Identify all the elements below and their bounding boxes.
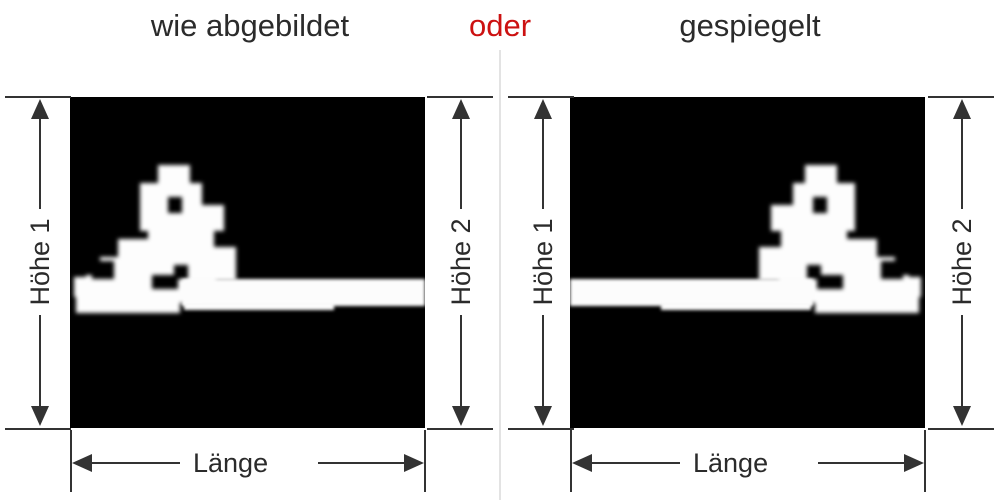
dimension-shaft-height-1-upper <box>39 119 41 209</box>
arrow-down-icon <box>452 406 470 426</box>
heading-as-pictured: wie abgebildet <box>150 8 350 43</box>
ext-line-bottom-height-2-left <box>427 428 493 430</box>
arrow-right-icon <box>904 454 924 472</box>
ext-line-bottom-height-2-right <box>928 428 994 430</box>
ext-line-left-left <box>70 430 72 492</box>
product-photo-as-pictured <box>70 97 425 428</box>
photo-text-band <box>182 279 425 306</box>
ext-line-bottom-left <box>5 428 71 430</box>
arrow-up-icon <box>452 99 470 119</box>
dimension-label-height-2-left: Höhe 2 <box>446 218 476 306</box>
dimension-label-length-left: Länge <box>193 448 269 478</box>
arrow-left-icon <box>72 454 92 472</box>
ext-line-right-left <box>424 430 426 492</box>
mirrored-content <box>570 97 925 428</box>
ext-line-top-height-1-right <box>508 96 574 98</box>
dimension-shaft-height-2-right-lower <box>961 315 963 406</box>
photo-text-band-lower-mirrored <box>661 302 811 310</box>
dimension-shaft-length-left-lower <box>318 462 404 464</box>
ext-line-left-right <box>570 430 572 492</box>
dimension-label-height-1: Höhe 1 <box>25 218 55 306</box>
ext-line-top-height-2-right <box>928 96 994 98</box>
dimension-label-length-right: Länge <box>693 448 769 478</box>
dimension-shaft-length-left-upper <box>92 462 180 464</box>
dimension-shaft-height-1-right-lower <box>542 315 544 406</box>
dimension-shaft-height-1-lower <box>39 315 41 406</box>
heading-connector-oder: oder <box>468 8 532 43</box>
dimension-label-height-1-right: Höhe 1 <box>528 218 558 306</box>
arrow-down-icon <box>953 406 971 426</box>
dimension-shaft-height-1-right-upper <box>542 119 544 209</box>
arrow-up-icon <box>534 99 552 119</box>
panel-divider <box>499 50 501 500</box>
dimension-shaft-length-right-upper <box>592 462 680 464</box>
arrow-up-icon <box>31 99 49 119</box>
arrow-up-icon <box>953 99 971 119</box>
dimension-shaft-height-2-right-upper <box>961 119 963 209</box>
ext-line-top-height-2-left <box>427 96 493 98</box>
arrow-down-icon <box>31 406 49 426</box>
ext-line-bottom-height-1-right <box>508 428 574 430</box>
arrow-left-icon <box>572 454 592 472</box>
arrow-down-icon <box>534 406 552 426</box>
heading-mirrored: gespiegelt <box>679 8 821 43</box>
dimension-shaft-height-2-left-lower <box>460 315 462 406</box>
arrow-right-icon <box>404 454 424 472</box>
dimension-label-height-2-right: Höhe 2 <box>947 218 977 306</box>
photo-text-band-lower <box>184 302 334 310</box>
ext-line-top-left <box>5 96 71 98</box>
ext-line-right-right <box>924 430 926 492</box>
dimension-shaft-height-2-left-upper <box>460 119 462 209</box>
product-photo-mirrored <box>570 97 925 428</box>
dimension-shaft-length-right-lower <box>818 462 904 464</box>
